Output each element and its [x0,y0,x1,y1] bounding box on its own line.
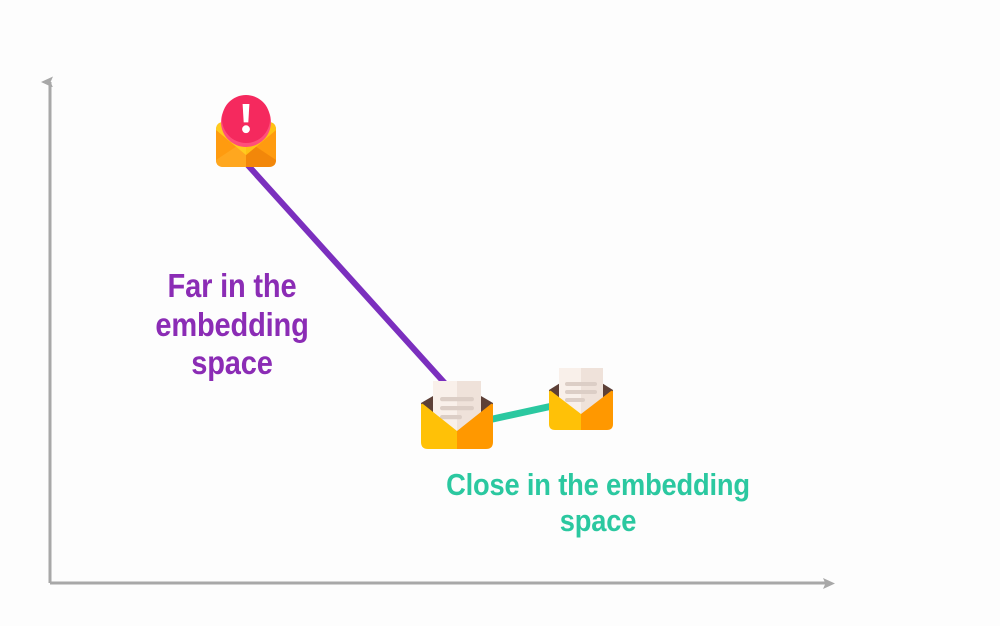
document-line-1 [565,382,597,386]
document-email-node-2[interactable] [549,368,613,430]
far-connector-line [242,159,463,403]
alert-exclamation-icon [242,104,250,123]
document-email-node-1[interactable] [421,381,493,449]
document-line-2 [440,406,474,411]
far-embedding-label: Far in the embedding space [155,267,309,382]
alert-email-node[interactable] [216,95,276,167]
document-line-3 [440,415,462,420]
alert-exclamation-dot-icon [242,125,250,134]
document-line-3 [565,398,585,402]
close-embedding-label: Close in the embedding space [446,467,750,539]
envelope-left-panel [421,403,457,449]
axes-group [50,82,835,589]
document-line-1 [440,397,474,402]
envelope-right-panel [581,390,613,430]
document-line-2 [565,390,597,394]
envelope-right-panel [457,403,493,449]
envelope-left-panel [549,390,581,430]
